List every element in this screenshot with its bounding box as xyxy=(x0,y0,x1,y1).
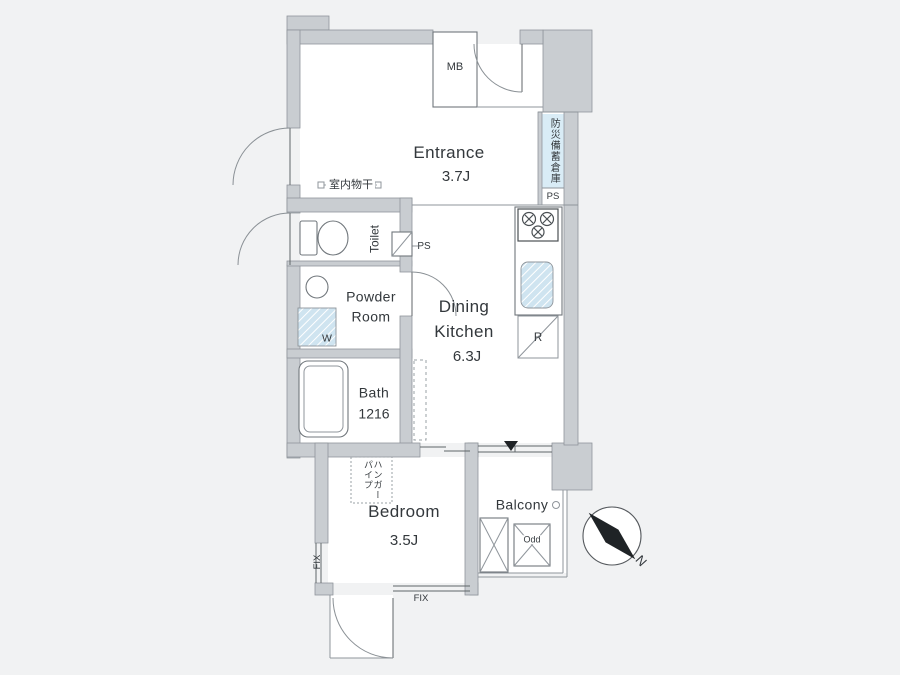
label-entrance: Entrance xyxy=(413,143,485,163)
stove xyxy=(517,208,559,242)
label-meter-box: MB xyxy=(446,61,464,74)
pipe-space-diagonal xyxy=(391,231,413,257)
label-dk-size: 6.3J xyxy=(452,348,482,366)
label-bedroom-size: 3.5J xyxy=(389,532,419,550)
label-washer: W xyxy=(322,332,332,345)
balcony-drain xyxy=(552,501,560,509)
label-fix-left: FIX xyxy=(312,554,324,570)
washer-box xyxy=(297,307,337,347)
label-bath-size: 1216 xyxy=(358,405,390,422)
label-storage-room: 防災備蓄倉庫 xyxy=(548,118,560,184)
bath-door-dashed xyxy=(413,359,427,441)
label-outdoor-unit: Odd xyxy=(521,534,543,545)
label-entrance-size: 3.7J xyxy=(441,168,471,186)
storage-room-fill xyxy=(542,114,564,188)
label-hanger-pipe: ハンガー パイプ xyxy=(363,460,383,500)
label-ps-storage: PS xyxy=(546,191,560,203)
balcony-hatch-box xyxy=(479,517,509,573)
label-kitchen: Kitchen xyxy=(434,322,494,342)
walls xyxy=(286,15,593,596)
bathtub xyxy=(298,360,349,438)
door-arcs xyxy=(232,43,523,659)
kitchen-sink xyxy=(520,261,554,309)
toilet-fixture xyxy=(299,220,349,256)
washbasin xyxy=(305,275,329,299)
label-fix-bottom: FIX xyxy=(413,593,429,605)
label-powder-room-line1: Powder xyxy=(346,288,396,305)
label-bath: Bath xyxy=(358,384,390,401)
laundry-hooks xyxy=(317,181,382,189)
label-toilet: Toilet xyxy=(367,224,382,254)
closet-hanger-box xyxy=(350,456,393,504)
label-refrigerator: R xyxy=(533,331,543,344)
label-powder-room-line2: Room xyxy=(351,308,391,325)
entry-direction-marker xyxy=(504,441,518,451)
windows-and-lines xyxy=(289,44,578,659)
label-dining: Dining xyxy=(438,297,490,317)
label-indoor-laundry: 室内物干 xyxy=(327,179,375,192)
label-ps-toilet: PS xyxy=(417,240,431,252)
label-balcony: Balcony xyxy=(495,496,549,513)
outdoor-unit-box xyxy=(513,523,551,567)
compass xyxy=(582,506,642,566)
meter-box xyxy=(432,31,478,108)
label-bedroom: Bedroom xyxy=(368,502,440,522)
refrigerator-space xyxy=(517,315,559,359)
